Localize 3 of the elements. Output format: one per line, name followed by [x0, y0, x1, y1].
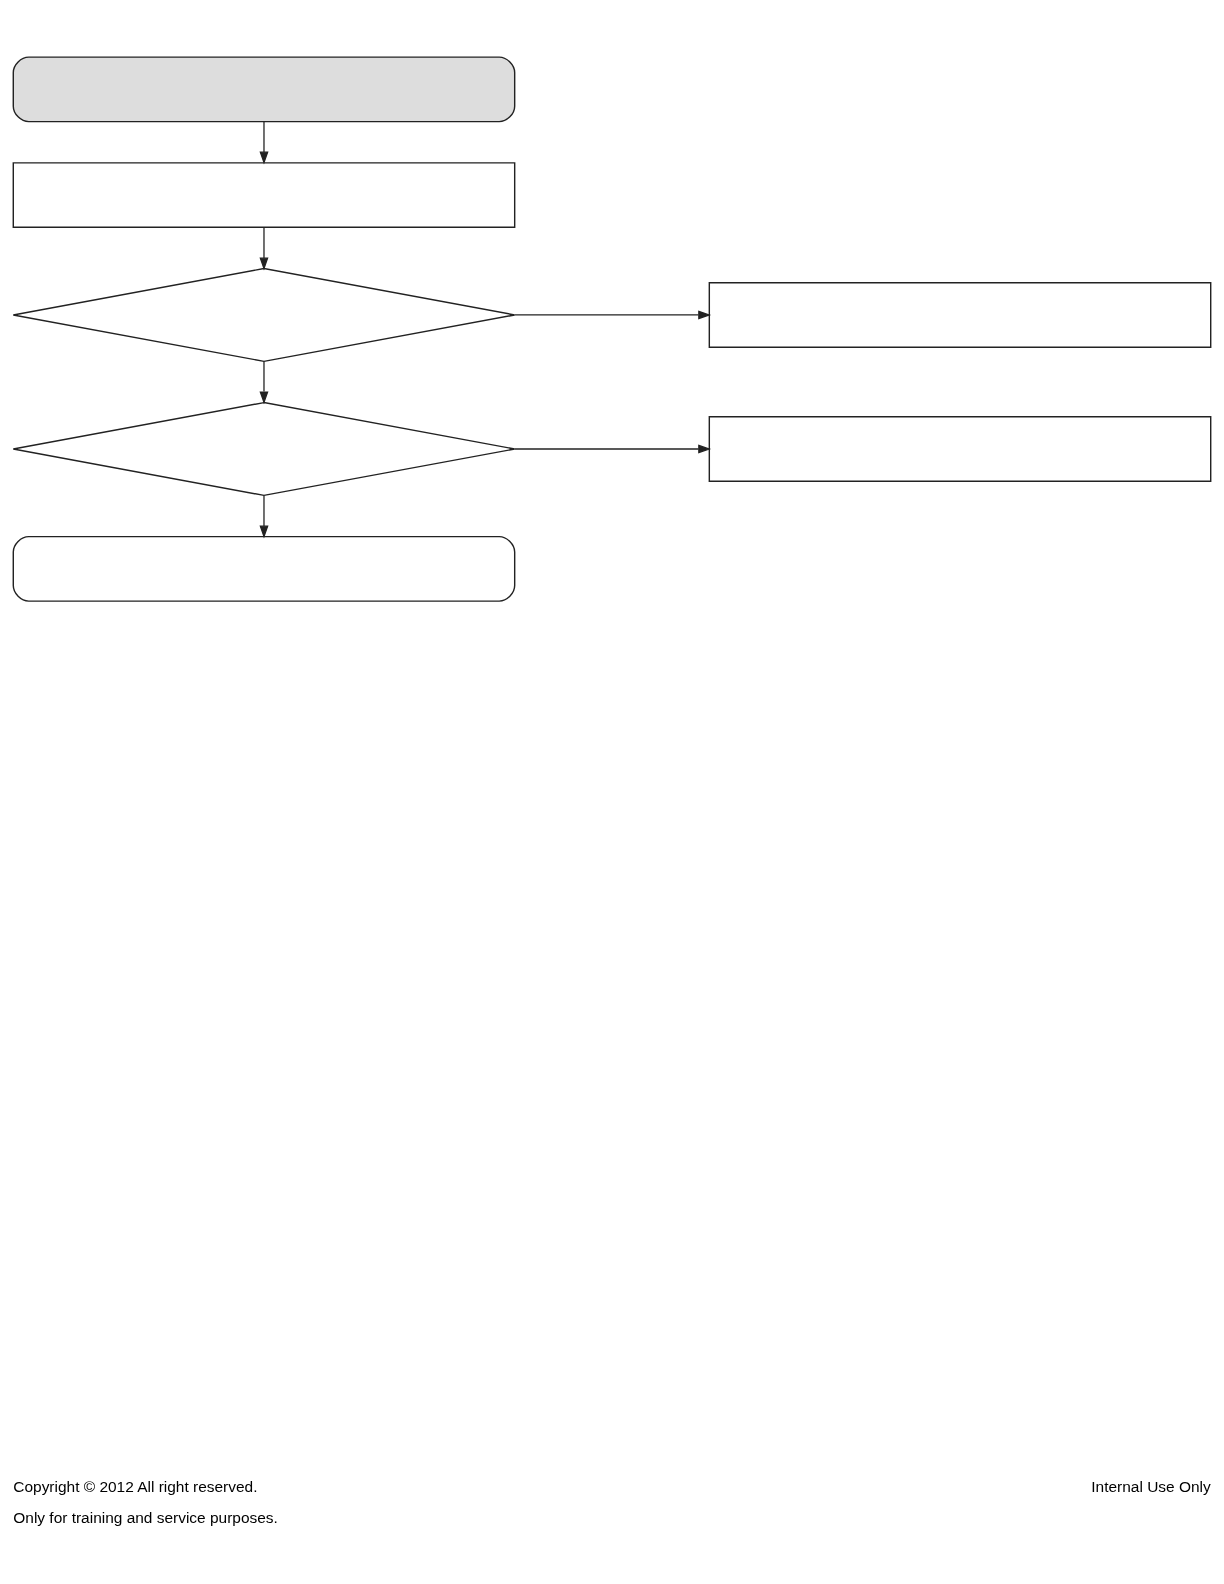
label: Only for training and service purposes.	[13, 1508, 278, 1526]
label: Internal Use Only	[1091, 1477, 1211, 1495]
label: Copyright © 2012 All right reserved.	[13, 1477, 258, 1495]
